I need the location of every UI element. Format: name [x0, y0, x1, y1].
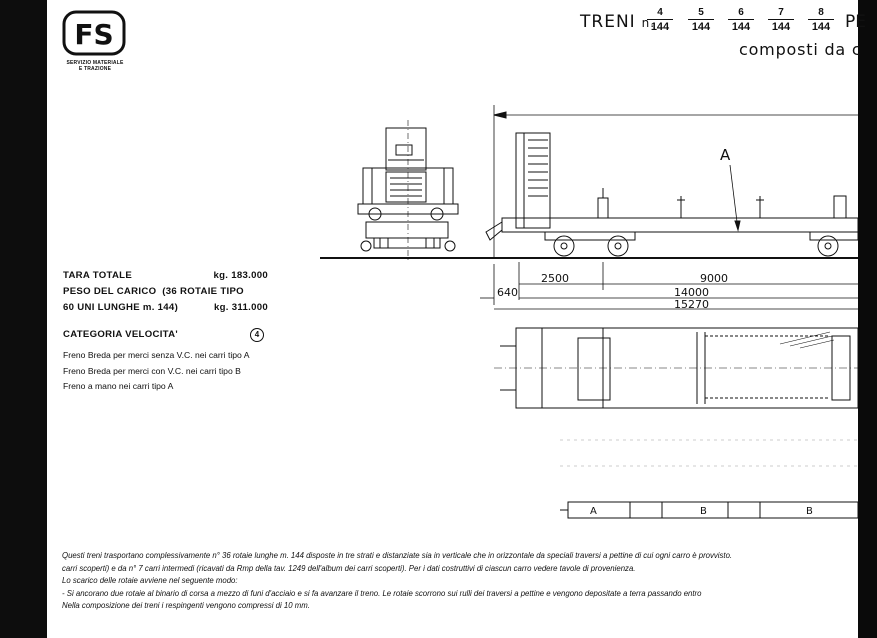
title-prefix: TRENI — [580, 12, 636, 32]
tara-row: TARA TOTALE kg. 183.000 — [63, 270, 268, 286]
dim-640: 640 — [497, 286, 518, 299]
peso-extra: (36 ROTAIE TIPO — [162, 286, 244, 297]
peso-line2: 60 UNI LUNGHE m. 144) — [63, 302, 179, 313]
specs-block: TARA TOTALE kg. 183.000 PESO DEL CARICO … — [63, 270, 268, 318]
categoria-value: 4 — [250, 328, 264, 342]
construction-lines — [560, 439, 858, 467]
notes-block: Questi treni trasportano complessivament… — [62, 550, 862, 613]
peso-row-2: 60 UNI LUNGHE m. 144) kg. 311.000 — [63, 302, 268, 318]
note-line: - Si ancorano due rotaie al binario di c… — [62, 588, 702, 598]
peso-label: PESO DEL CARICO — [63, 286, 157, 297]
dim-15270: 15270 — [674, 298, 709, 311]
categoria-label: CATEGORIA VELOCITA' — [63, 329, 178, 340]
note-line: Nella composizione dei treni i respingen… — [62, 601, 310, 611]
scan-right-border — [858, 0, 877, 638]
dim-14000: 14000 — [674, 286, 709, 299]
logo-subtitle: SERVIZIO MATERIALE E TRAZIONE — [60, 60, 130, 72]
fs-logo-text: FS — [74, 18, 113, 51]
brake-item: Freno a mano nei carri tipo A — [63, 381, 174, 391]
brake-item: Freno Breda per merci senza V.C. nei car… — [63, 350, 250, 360]
brakes-list: Freno Breda per merci senza V.C. nei car… — [63, 348, 268, 395]
scan-left-border — [0, 0, 47, 638]
train-composition — [560, 501, 858, 519]
page-subtitle: composti da c — [739, 40, 862, 59]
title-truncated: PE — [845, 12, 866, 32]
dim-9000: 9000 — [700, 272, 728, 285]
tara-label: TARA TOTALE — [63, 270, 133, 281]
train-label-a: A — [590, 506, 597, 517]
brake-item: Freno Breda per merci con V.C. nei carri… — [63, 365, 241, 376]
train-label-b1: B — [700, 506, 707, 517]
plan-view-wagon — [494, 327, 858, 409]
label-a: A — [720, 146, 731, 164]
dimension-lines — [480, 262, 858, 310]
logo-subtitle-line2: E TRAZIONE — [78, 66, 112, 72]
logo-subtitle-line1: SERVIZIO MATERIALE — [66, 60, 124, 66]
dim-2500: 2500 — [541, 272, 569, 285]
train-label-b2: B — [806, 506, 813, 517]
peso-value: kg. 311.000 — [214, 302, 268, 313]
side-view-wagon — [485, 105, 858, 258]
note-line: Lo scarico delle rotaie avviene nel segu… — [62, 576, 238, 586]
peso-row: PESO DEL CARICO (36 ROTAIE TIPO — [63, 286, 268, 302]
tara-value: kg. 183.000 — [213, 270, 268, 281]
technical-drawing: A 2500 9000 14000 15270 640 — [320, 105, 858, 519]
fs-logo: FS — [62, 10, 126, 56]
note-line: carri scoperti) e da n° 7 carri intermed… — [62, 563, 636, 573]
note-line: Questi treni trasportano complessivament… — [62, 551, 733, 560]
